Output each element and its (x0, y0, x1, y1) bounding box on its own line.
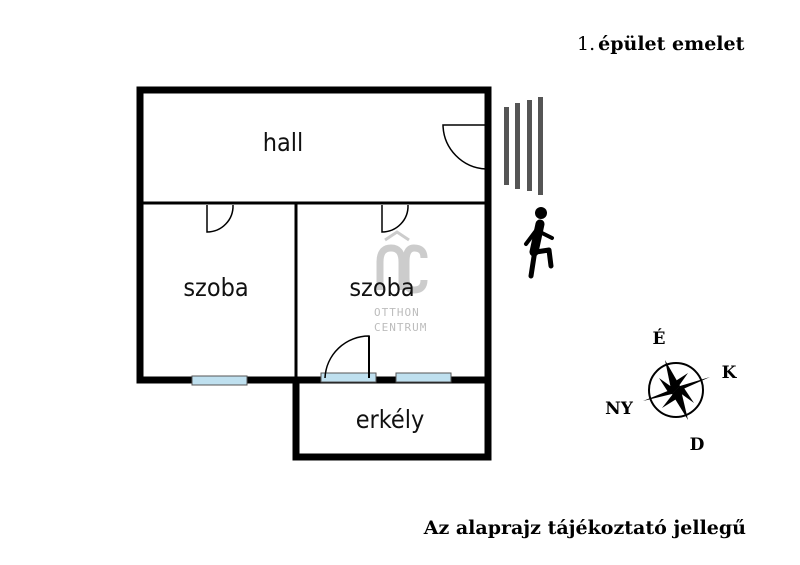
compass-south: D (690, 435, 705, 455)
disclaimer: Az alaprajz tájékoztató jellegű (423, 517, 746, 539)
stairs-icon (504, 97, 543, 195)
room-label-szoba-1: szoba (183, 273, 248, 302)
compass-west: NY (605, 399, 634, 419)
svg-text:OTTHON: OTTHON (374, 306, 420, 319)
walking-person-icon (524, 207, 554, 279)
doors (206, 124, 487, 379)
svg-text:CENTRUM: CENTRUM (374, 321, 427, 334)
room-label-hall: hall (263, 128, 304, 157)
walls (136, 86, 492, 461)
compass-north: É (653, 328, 666, 349)
room-label-szoba-2: szoba (349, 273, 414, 302)
compass-east: K (722, 363, 738, 383)
windows (191, 372, 452, 386)
compass-rose-icon (643, 360, 710, 420)
room-label-erkely: erkély (356, 405, 425, 434)
floor-title: 1.épület emelet (577, 33, 745, 55)
watermark-logo: OTTHON CENTRUM (374, 230, 428, 334)
